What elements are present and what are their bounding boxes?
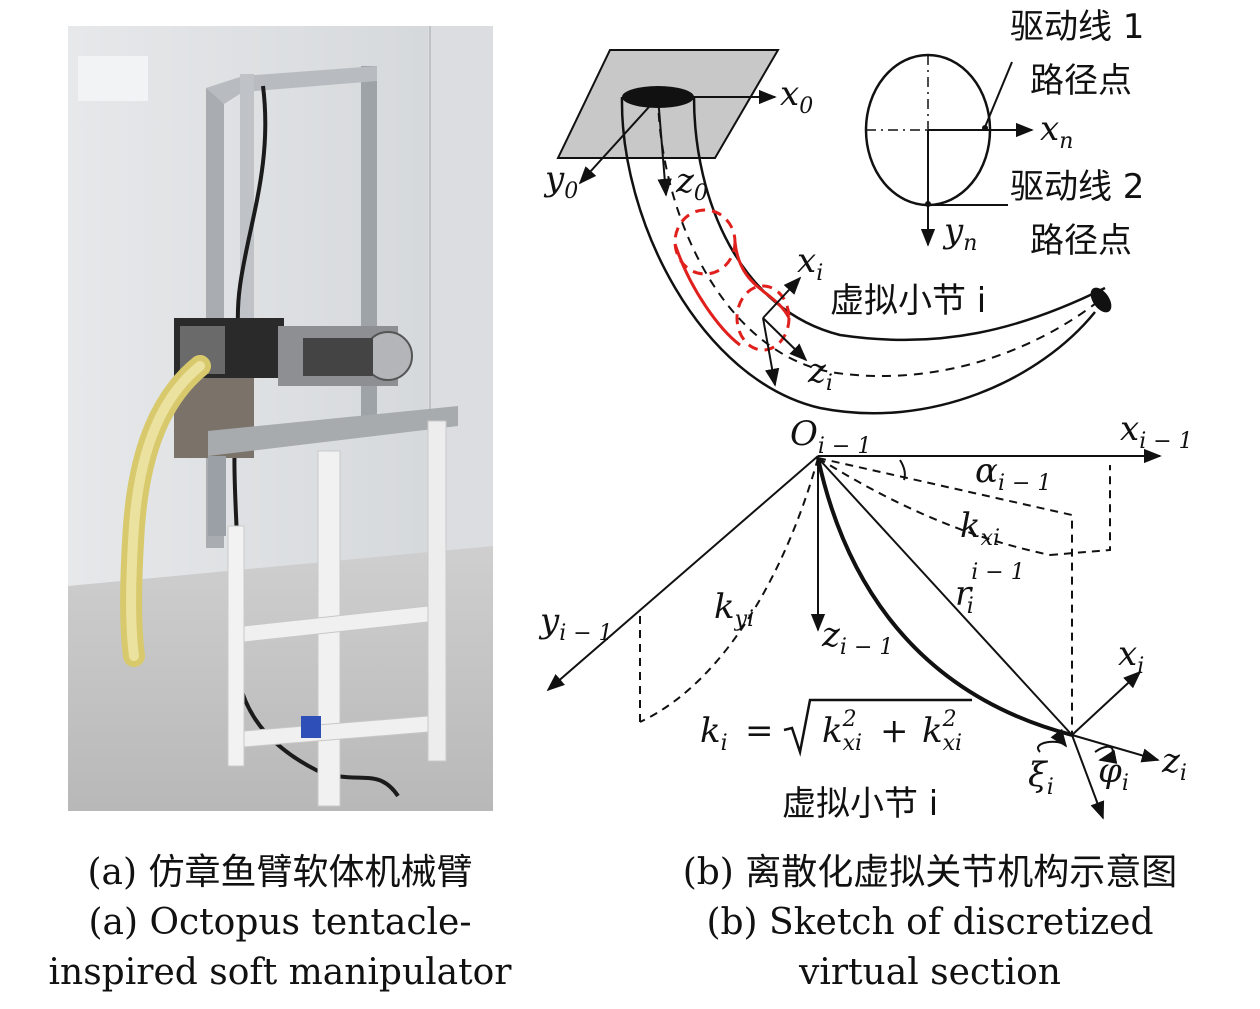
virtual-section-label-bottom: 虚拟小节 i (782, 784, 938, 824)
label-x-im1: xi − 1 (1120, 409, 1193, 454)
virtual-section-diagram: x0 y0 z0 xn yn xi zi 驱动线 1 路径点 驱动线 2 路径点… (538, 7, 1193, 824)
caption-b-en-1: (b) Sketch of discretized (706, 902, 1154, 943)
caption-b-en-2: virtual section (799, 952, 1061, 993)
label-xi-bottom: xi (1118, 634, 1144, 679)
label-origin: Oi − 1 (790, 414, 871, 459)
tube-outer-edge (620, 96, 1096, 415)
label-x0: x0 (780, 74, 813, 119)
caption-b: (b) 离散化虚拟关节机构示意图 (b) Sketch of discretiz… (600, 848, 1260, 998)
drive-line-2-waypoint: 路径点 (1030, 221, 1132, 261)
label-xi-top: xi (797, 241, 823, 286)
label-y-im1: yi − 1 (538, 601, 613, 646)
label-zi-top: zi (807, 351, 833, 396)
label-yn: yn (942, 211, 977, 256)
bent-section-curve (816, 457, 1073, 737)
virtual-section-label-top: 虚拟小节 i (830, 281, 986, 321)
label-z0: z0 (675, 161, 708, 206)
label-z-im1: zi − 1 (821, 615, 893, 660)
label-alpha: αi − 1 (975, 451, 1051, 496)
caption-a-cn: (a) 仿章鱼臂软体机械臂 (87, 852, 473, 893)
label-phi: φi (1098, 751, 1129, 796)
label-kx: kxi (960, 506, 1000, 551)
caption-a-en-1: (a) Octopus tentacle- (88, 902, 472, 943)
drive-line-1-waypoint: 路径点 (1030, 61, 1132, 101)
label-xi-greek: ξi (1028, 755, 1054, 800)
drive-line-1-label: 驱动线 1 (1010, 7, 1144, 47)
caption-a: (a) 仿章鱼臂软体机械臂 (a) Octopus tentacle- insp… (0, 848, 560, 998)
svg-text:+: + (880, 711, 909, 751)
virtual-section-highlight (673, 208, 791, 352)
caption-b-cn: (b) 离散化虚拟关节机构示意图 (682, 852, 1178, 893)
label-xn: xn (1040, 109, 1073, 154)
caption-a-en-2: inspired soft manipulator (48, 952, 512, 993)
tube-end (1090, 287, 1112, 313)
label-y0: y0 (543, 159, 578, 204)
svg-text:ki: ki (700, 711, 728, 756)
label-zi-bottom: zi (1161, 741, 1187, 786)
drive-line-2-label: 驱动线 2 (1010, 167, 1144, 207)
tube-inner-edge (692, 96, 1106, 342)
svg-text:=: = (745, 711, 774, 751)
label-ky: kyi (714, 587, 754, 632)
manipulator-photo (68, 26, 493, 811)
